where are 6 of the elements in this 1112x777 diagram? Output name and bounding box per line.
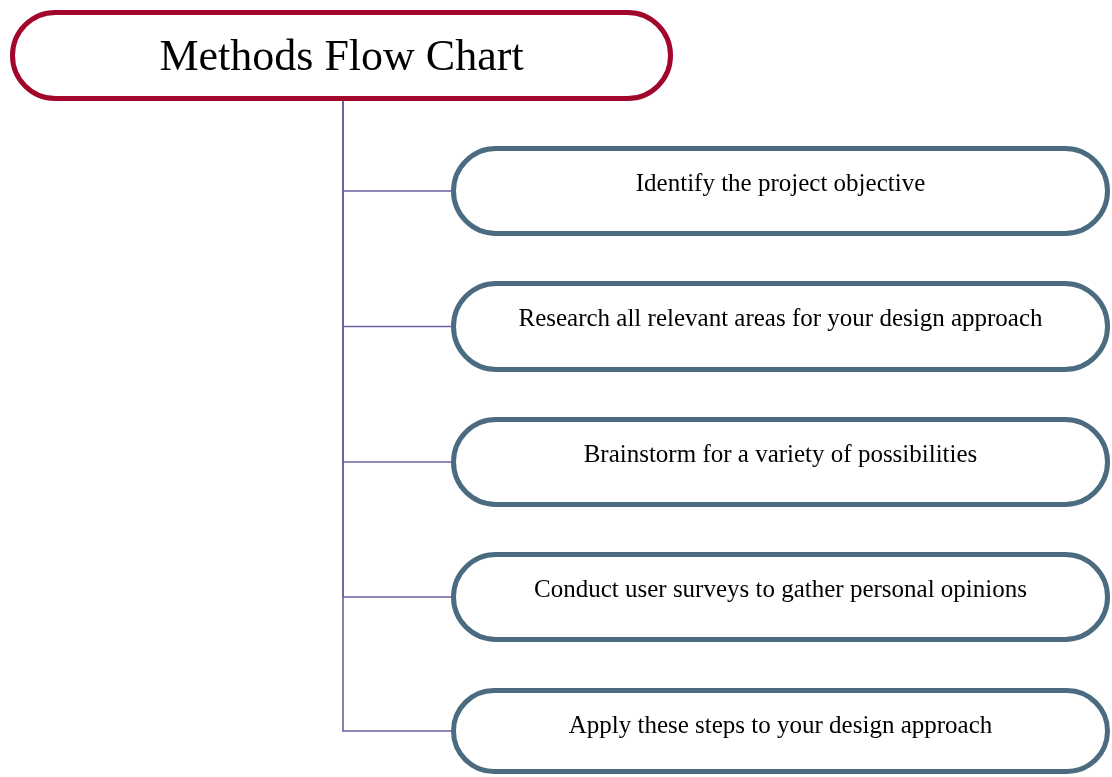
step-text: Apply these steps to your design approach	[568, 711, 993, 739]
title-text: Methods Flow Chart	[159, 30, 524, 81]
step-text: Research all relevant areas for your design approach	[518, 304, 1043, 332]
step-text: Conduct user surveys to gather personal opinions	[534, 575, 1027, 603]
step-text: Brainstorm for a variety of possibilities	[583, 440, 978, 468]
step-text: Identify the project objective	[635, 169, 926, 197]
